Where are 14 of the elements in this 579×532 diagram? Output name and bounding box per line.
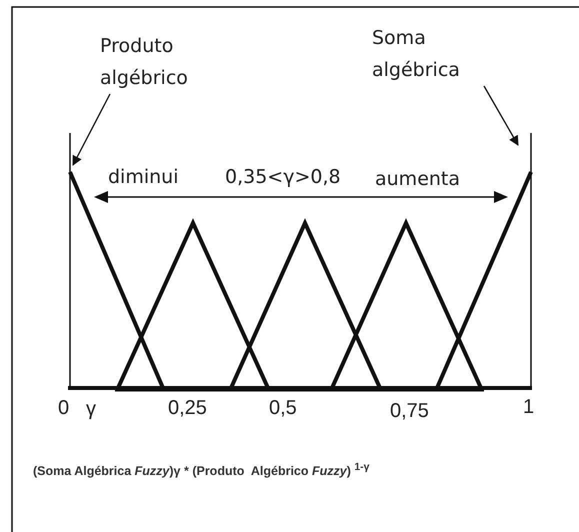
range-label: aumenta <box>375 168 460 190</box>
leader-line <box>72 94 111 166</box>
axis-tick-label: 0,75 <box>390 400 429 422</box>
axis-tick-label: 0 <box>58 397 70 419</box>
axis-tick-label: 0,25 <box>168 397 207 419</box>
leader-line <box>483 86 519 146</box>
axis-tick-label: 1 <box>523 396 534 418</box>
range-label: diminui <box>108 166 178 188</box>
axis-tick-label: 0,5 <box>269 397 297 419</box>
axis-tick-label: γ <box>86 398 96 420</box>
callout-text: Produto algébrico <box>100 30 225 94</box>
formula-text: (Soma Algébrica Fuzzy)γ * (Produto Algébrico Fuzzy) $^{1-γ}$ <box>33 461 370 480</box>
callout-text: Soma algébrica <box>372 22 497 86</box>
range-label: 0,35<γ>0,8 <box>225 166 341 188</box>
